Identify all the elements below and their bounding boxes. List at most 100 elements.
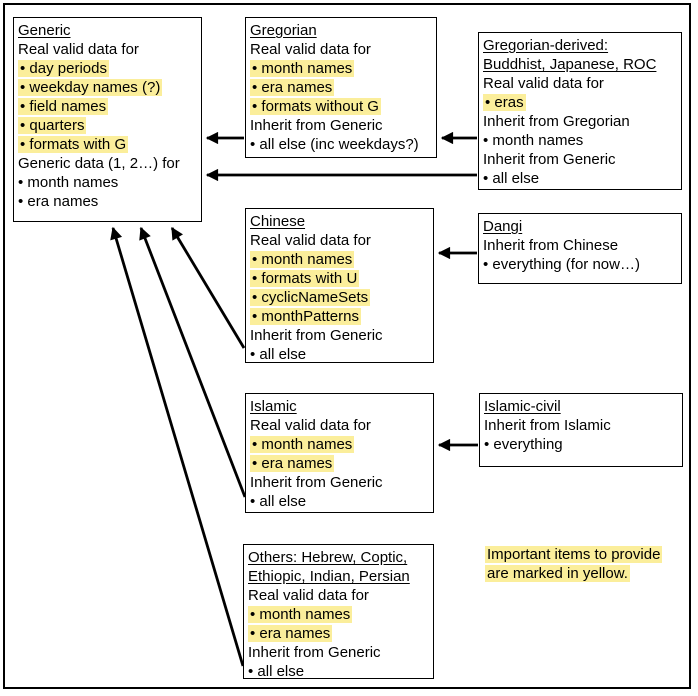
text-span: • all else bbox=[250, 346, 307, 363]
text-span: • weekday names (?) bbox=[18, 79, 163, 96]
text-span: Dangi bbox=[483, 218, 523, 235]
text-line: • era names bbox=[248, 624, 431, 643]
text-line: are marked in yellow. bbox=[485, 564, 691, 583]
text-line: • era names bbox=[250, 454, 431, 473]
text-span: • quarters bbox=[18, 117, 87, 134]
text-line: Islamic bbox=[250, 397, 431, 416]
text-line: • weekday names (?) bbox=[18, 78, 199, 97]
text-line: • all else bbox=[248, 662, 431, 681]
text-line: • all else bbox=[250, 492, 431, 511]
text-span: • everything bbox=[484, 436, 563, 453]
text-line: • month names bbox=[250, 59, 434, 78]
text-span: Inherit from Generic bbox=[250, 474, 383, 491]
text-line: • era names bbox=[18, 192, 199, 211]
text-line: • era names bbox=[250, 78, 434, 97]
text-span: • formats with U bbox=[250, 270, 360, 287]
text-span: Real valid data for bbox=[250, 41, 371, 58]
text-span: Important items to provide bbox=[485, 546, 663, 563]
text-line: Real valid data for bbox=[250, 231, 431, 250]
text-span: • month names bbox=[250, 251, 355, 268]
text-line: Real valid data for bbox=[18, 40, 199, 59]
text-span: are marked in yellow. bbox=[485, 565, 630, 582]
text-line: Dangi bbox=[483, 217, 679, 236]
text-line: Inherit from Generic bbox=[250, 116, 434, 135]
text-span: Gregorian-derived: bbox=[483, 37, 609, 54]
text-line: Buddhist, Japanese, ROC bbox=[483, 55, 679, 74]
text-line: Inherit from Generic bbox=[248, 643, 431, 662]
text-span: • month names bbox=[250, 436, 355, 453]
text-line: Ethiopic, Indian, Persian bbox=[248, 567, 431, 586]
outer-border bbox=[3, 3, 691, 689]
text-span: • all else bbox=[250, 493, 307, 510]
text-span: • era names bbox=[250, 455, 335, 472]
text-line: Generic bbox=[18, 21, 199, 40]
text-line: Important items to provide bbox=[485, 545, 691, 564]
text-line: • field names bbox=[18, 97, 199, 116]
text-line: Real valid data for bbox=[248, 586, 431, 605]
text-span: Inherit from Generic bbox=[248, 644, 381, 661]
text-line: Inherit from Generic bbox=[250, 326, 431, 345]
text-line: • everything (for now…) bbox=[483, 255, 679, 274]
text-line: • quarters bbox=[18, 116, 199, 135]
text-span: Real valid data for bbox=[250, 417, 371, 434]
text-line: • month names bbox=[18, 173, 199, 192]
text-line: • day periods bbox=[18, 59, 199, 78]
text-span: Inherit from Islamic bbox=[484, 417, 611, 434]
text-line: Inherit from Gregorian bbox=[483, 112, 679, 131]
text-span: Inherit from Generic bbox=[483, 151, 616, 168]
text-line: • all else bbox=[250, 345, 431, 364]
text-span: • field names bbox=[18, 98, 109, 115]
text-line: • month names bbox=[250, 435, 431, 454]
text-line: Real valid data for bbox=[250, 416, 431, 435]
text-span: Others: Hebrew, Coptic, bbox=[248, 549, 408, 566]
text-line: • monthPatterns bbox=[250, 307, 431, 326]
text-line: Inherit from Generic bbox=[483, 150, 679, 169]
text-line: • month names bbox=[483, 131, 679, 150]
text-span: Ethiopic, Indian, Persian bbox=[248, 568, 410, 585]
text-span: • month names bbox=[250, 60, 355, 77]
text-line: • eras bbox=[483, 93, 679, 112]
text-line: Islamic-civil bbox=[484, 397, 680, 416]
text-line: Real valid data for bbox=[483, 74, 679, 93]
text-line: Real valid data for bbox=[250, 40, 434, 59]
text-span: Islamic bbox=[250, 398, 297, 415]
text-span: • era names bbox=[248, 625, 333, 642]
text-line: • month names bbox=[248, 605, 431, 624]
text-span: • eras bbox=[483, 94, 526, 111]
text-line: • formats with G bbox=[18, 135, 199, 154]
text-span: • everything (for now…) bbox=[483, 256, 640, 273]
text-span: • month names bbox=[483, 132, 584, 149]
text-line: Inherit from Generic bbox=[250, 473, 431, 492]
gregorian-derived-box: Gregorian-derived: Buddhist, Japanese, RO… bbox=[478, 32, 682, 190]
text-span: • month names bbox=[18, 174, 119, 191]
text-line: Inherit from Chinese bbox=[483, 236, 679, 255]
text-span: Inherit from Chinese bbox=[483, 237, 619, 254]
text-line: • cyclicNameSets bbox=[250, 288, 431, 307]
text-span: Real valid data for bbox=[18, 41, 139, 58]
text-line: Gregorian bbox=[250, 21, 434, 40]
text-span: • day periods bbox=[18, 60, 109, 77]
text-span: Real valid data for bbox=[248, 587, 369, 604]
text-span: Real valid data for bbox=[250, 232, 371, 249]
text-span: • all else bbox=[248, 663, 305, 680]
text-span: • all else (inc weekdays?) bbox=[250, 136, 419, 153]
text-line: Others: Hebrew, Coptic, bbox=[248, 548, 431, 567]
text-line: • all else (inc weekdays?) bbox=[250, 135, 434, 154]
text-span: Buddhist, Japanese, ROC bbox=[483, 56, 657, 73]
text-line: • month names bbox=[250, 250, 431, 269]
text-span: • formats with G bbox=[18, 136, 129, 153]
text-span: • formats without G bbox=[250, 98, 381, 115]
text-line: • everything bbox=[484, 435, 680, 454]
text-line: Chinese bbox=[250, 212, 431, 231]
text-span: Generic bbox=[18, 22, 71, 39]
text-span: Inherit from Gregorian bbox=[483, 113, 630, 130]
text-span: • monthPatterns bbox=[250, 308, 361, 325]
text-span: • era names bbox=[18, 193, 99, 210]
text-span: Gregorian bbox=[250, 22, 317, 39]
